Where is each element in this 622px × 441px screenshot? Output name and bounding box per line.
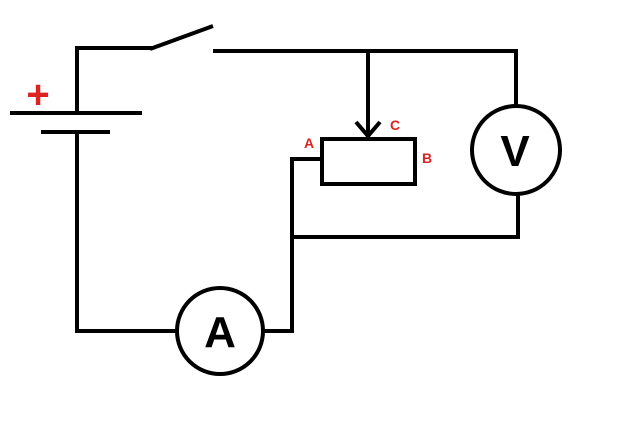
- rheostat-body: [320, 137, 417, 186]
- ammeter-symbol: A: [204, 308, 236, 357]
- ammeter: A: [175, 286, 265, 376]
- rheostat-terminal-c-label: C: [390, 117, 400, 133]
- slider-arrowhead: [354, 120, 382, 140]
- voltmeter: V: [470, 104, 562, 196]
- rheostat-terminal-b-label: B: [422, 150, 432, 166]
- wire-ammeter-to-rheostat: [262, 157, 322, 333]
- wires: [75, 24, 520, 333]
- voltmeter-circle: [470, 104, 562, 196]
- ammeter-circle: [175, 286, 265, 376]
- rheostat: A B C: [304, 117, 432, 186]
- voltmeter-symbol: V: [500, 127, 530, 176]
- wire-battery-to-switch: [75, 46, 152, 113]
- wire-battery-to-ammeter: [75, 132, 178, 333]
- battery-plus-label: +: [26, 73, 49, 117]
- rheostat-terminal-a-label: A: [304, 135, 314, 151]
- battery: +: [10, 73, 142, 134]
- switch-blade: [149, 24, 214, 51]
- wire-node-to-voltmeter: [292, 194, 520, 239]
- wire-top-rail: [213, 49, 518, 106]
